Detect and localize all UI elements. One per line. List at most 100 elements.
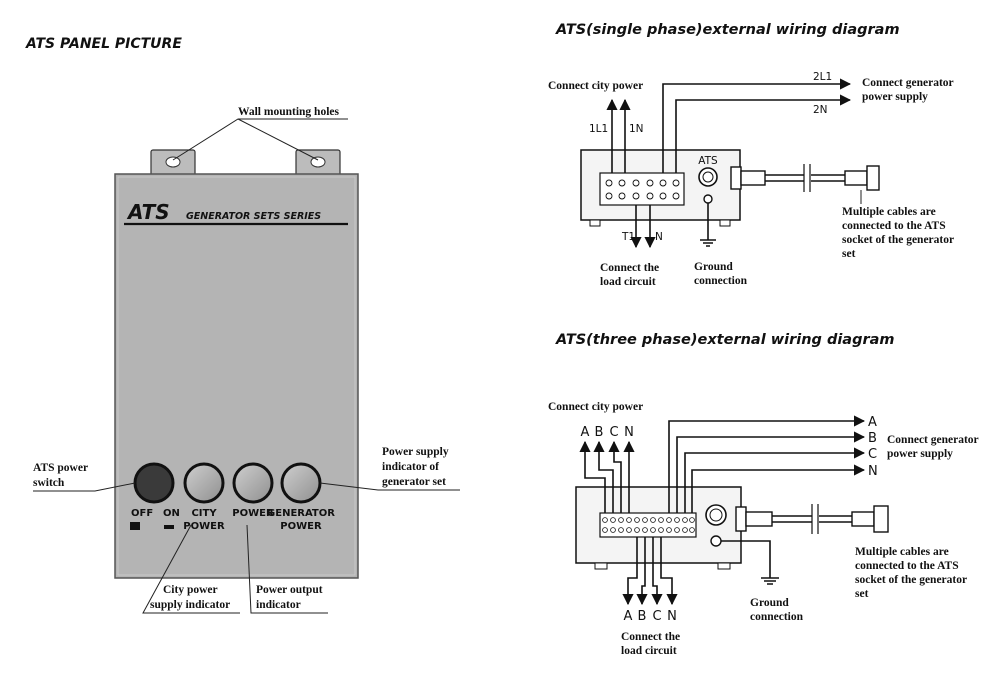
single-cable-connector	[844, 170, 868, 186]
single-foot-left	[589, 219, 601, 227]
single-cable-plug	[730, 166, 742, 190]
single-wire-2n	[675, 94, 852, 173]
callout-output-line2: indicator	[256, 599, 301, 611]
single-label-1n: 1N	[629, 123, 644, 135]
single-ground-line1: Ground	[694, 261, 733, 273]
leader-city	[142, 524, 240, 614]
callout-city-line2: supply indicator	[150, 599, 230, 611]
three-gen-wire-c	[684, 447, 866, 513]
three-out-wire-c	[651, 537, 663, 606]
city-power-indicator	[183, 462, 225, 504]
three-ground-symbol	[761, 577, 779, 585]
single-terminal-block	[599, 172, 685, 206]
off-symbol	[130, 522, 140, 530]
three-gen-wire-a	[668, 415, 866, 513]
leader-switch	[33, 482, 136, 492]
callout-city-line1: City power	[163, 584, 218, 596]
ats-panel: ATS GENERATOR SETS SERIES OFF ON CITY PO…	[114, 149, 359, 579]
mounting-hole-left	[165, 156, 181, 168]
single-cables-line3: socket of the generator	[842, 234, 954, 246]
panel-series: GENERATOR SETS SERIES	[186, 211, 321, 222]
three-out-label-a: A	[624, 609, 633, 624]
three-cables-line2: connected to the ATS	[855, 560, 959, 572]
three-out-wire-n	[660, 537, 678, 606]
three-cables-line4: set	[855, 588, 869, 600]
label-off: OFF	[131, 508, 153, 519]
three-in-label-a: A	[581, 425, 590, 440]
panel-heading: ATS PANEL PICTURE	[25, 36, 182, 52]
three-foot-left	[594, 562, 608, 570]
leader-generator	[319, 482, 460, 491]
single-foot-right	[719, 219, 731, 227]
single-label-n-out: N	[655, 231, 663, 243]
single-label-t1: T1	[621, 231, 635, 243]
single-phase-diagram: Connect city power ATS 1L1 1N 2L1 2N Con…	[548, 71, 954, 288]
single-ground-symbol	[700, 239, 716, 247]
three-gen-line1: Connect generator	[887, 434, 979, 446]
callout-switch-line2: switch	[33, 477, 65, 489]
three-load-line2: load circuit	[621, 645, 677, 657]
callout-generator-line2: indicator of	[382, 461, 439, 473]
label-on: ON	[163, 508, 180, 519]
three-ground-wire	[721, 540, 771, 578]
single-phase-heading: ATS(single phase)external wiring diagram	[555, 22, 900, 38]
label-generator-power: POWER	[280, 521, 322, 532]
single-label-1l1: 1L1	[589, 123, 608, 135]
three-out-wire-b	[636, 537, 648, 606]
callout-generator-line1: Power supply	[382, 446, 449, 458]
three-gen-label-n: N	[868, 464, 878, 479]
single-label-2l1: 2L1	[813, 71, 832, 83]
single-ground-line2: connection	[694, 275, 748, 287]
three-connect-city: Connect city power	[548, 401, 643, 413]
single-load-line2: load circuit	[600, 276, 656, 288]
mounting-hole-right	[310, 156, 326, 168]
three-terminal-block	[599, 512, 697, 538]
single-ats-socket	[698, 167, 718, 187]
three-gen-line2: power supply	[887, 448, 953, 460]
three-phase-diagram: Connect city power A B C N A	[548, 401, 979, 657]
three-load-line1: Connect the	[621, 631, 680, 643]
three-in-label-b: B	[595, 425, 604, 440]
three-in-label-c: C	[609, 425, 618, 440]
on-symbol	[164, 525, 174, 529]
leader-mounting-right	[237, 118, 319, 161]
three-in-wire-c	[608, 440, 622, 513]
single-label-2n: 2N	[813, 104, 828, 116]
three-out-label-b: B	[638, 609, 647, 624]
three-cables-line1: Multiple cables are	[855, 546, 949, 558]
three-gen-wire-n	[691, 464, 866, 513]
single-load-line1: Connect the	[600, 262, 659, 274]
three-gen-wire-b	[676, 431, 866, 513]
three-gen-label-a: A	[868, 415, 877, 430]
single-cables-line2: connected to the ATS	[842, 220, 946, 232]
single-ats-label: ATS	[698, 155, 718, 167]
three-in-label-n: N	[624, 425, 634, 440]
three-out-label-c: C	[652, 609, 661, 624]
single-gen-line1: Connect generator	[862, 77, 954, 89]
label-city: CITY	[191, 508, 217, 519]
three-phase-heading: ATS(three phase)external wiring diagram	[555, 332, 895, 348]
callout-generator-line3: generator set	[382, 476, 446, 488]
single-ground-stud	[703, 194, 713, 204]
three-out-label-n: N	[667, 609, 677, 624]
label-generator: GENERATOR	[267, 508, 335, 519]
three-in-wire-a	[579, 440, 606, 513]
three-cables-line3: socket of the generator	[855, 574, 967, 586]
single-gen-line2: power supply	[862, 91, 928, 103]
three-ground-line2: connection	[750, 611, 804, 623]
three-gen-label-c: C	[868, 447, 877, 462]
ats-power-switch	[133, 462, 175, 504]
three-ground-line1: Ground	[750, 597, 789, 609]
three-cable-plug	[735, 506, 747, 532]
callout-switch-line1: ATS power	[33, 462, 88, 474]
panel-brand: ATS	[126, 200, 170, 224]
three-gen-label-b: B	[868, 431, 877, 446]
power-output-indicator	[232, 462, 274, 504]
generator-power-indicator	[280, 462, 322, 504]
panel-enclosure	[114, 173, 359, 579]
three-cable-connector	[851, 511, 875, 527]
label-city-power: POWER	[183, 521, 225, 532]
three-out-wire-a	[622, 537, 638, 606]
callout-output-line1: Power output	[256, 584, 323, 596]
three-ground-stud	[710, 535, 722, 547]
